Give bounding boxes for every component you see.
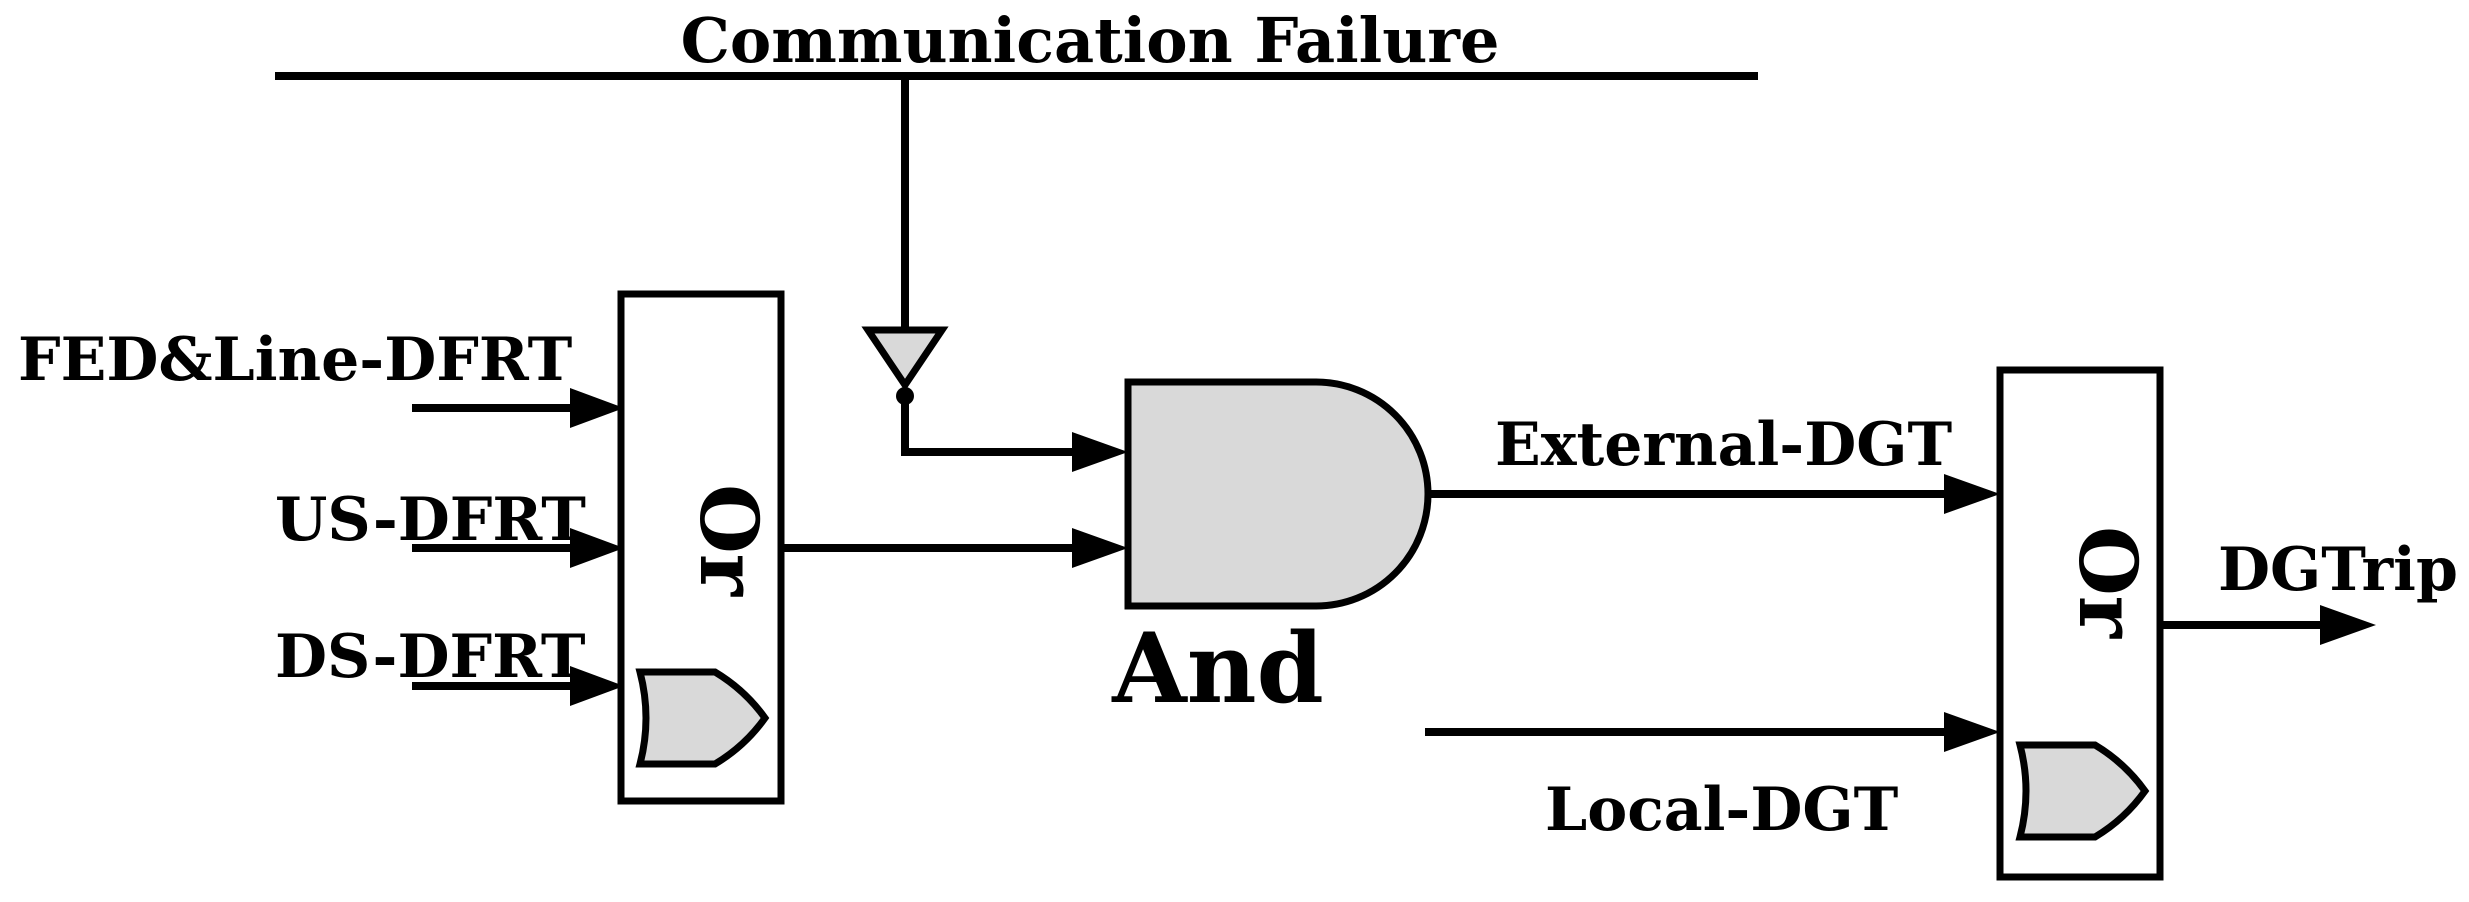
and-input-2-arrow (1072, 528, 1128, 568)
local-dgt-arrow (1944, 712, 2000, 752)
fed-line-dfrt-label: FED&Line-DFRT (18, 325, 573, 395)
us-dfrt-label: US-DFRT (275, 485, 586, 555)
external-dgt-label: External-DGT (1495, 410, 1952, 480)
external-dgt-arrow (1944, 474, 2000, 514)
us-dfrt-arrow (570, 528, 624, 568)
dg-trip-arrow (2320, 605, 2376, 645)
fed-line-dfrt-arrow (570, 388, 624, 428)
or-gate-1-symbol (635, 668, 770, 768)
or-gate-2-label: Or (2061, 526, 2155, 639)
and-gate (1124, 378, 1432, 610)
ds-dfrt-label: DS-DFRT (275, 622, 586, 692)
and-gate-label: And (1111, 612, 1323, 725)
ds-dfrt-arrow (570, 666, 624, 706)
not-gate (861, 326, 949, 392)
or-gate-2-symbol (2015, 741, 2150, 841)
not-to-and-wire (901, 396, 1075, 456)
communication-failure-label: Communication Failure (681, 4, 1500, 77)
local-dgt-label: Local-DGT (1545, 775, 1899, 845)
and-input-1-arrow (1072, 432, 1128, 472)
or-gate-1-label: Or (682, 484, 776, 597)
dg-trip-label: DGTrip (2218, 535, 2458, 605)
